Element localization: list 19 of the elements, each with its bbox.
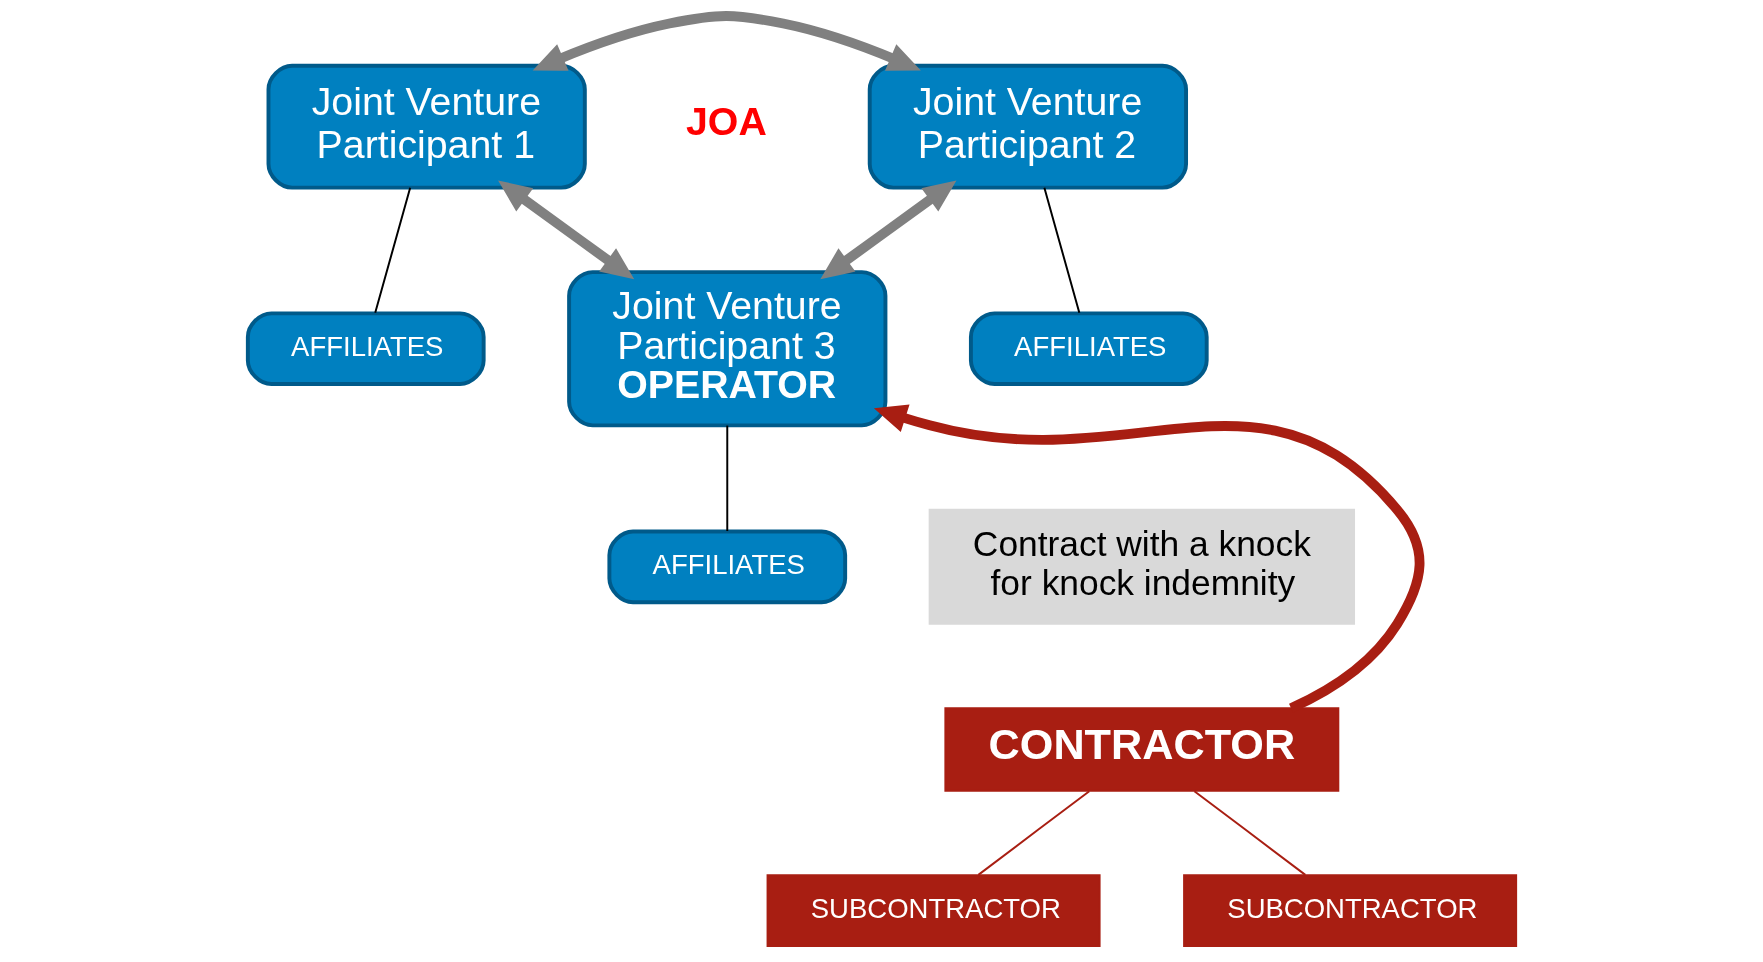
node-box: SUBCONTRACTOR (766, 874, 1101, 947)
arrow (819, 180, 956, 280)
connector (725, 424, 728, 532)
arrow (532, 11, 921, 71)
node-box: AFFILIATES (968, 311, 1209, 387)
node-box: AFFILIATES (245, 311, 486, 387)
connector (373, 186, 411, 314)
label: JOA (685, 98, 767, 143)
node-box: CONTRACTOR (943, 707, 1339, 792)
node-box: Joint Venture Participant 2 (867, 63, 1188, 190)
connector (1192, 790, 1306, 876)
connector (976, 790, 1090, 876)
arrow (497, 180, 634, 280)
node-box: SUBCONTRACTOR (1182, 874, 1517, 947)
node-box: Contract with a knock for knock indemnity (928, 508, 1355, 625)
node-box: Joint Venture Participant 3 OPERATOR (566, 270, 887, 428)
connector (1042, 186, 1080, 314)
node-box: AFFILIATES (606, 529, 847, 605)
node-box: Joint Venture Participant 1 (266, 63, 587, 190)
